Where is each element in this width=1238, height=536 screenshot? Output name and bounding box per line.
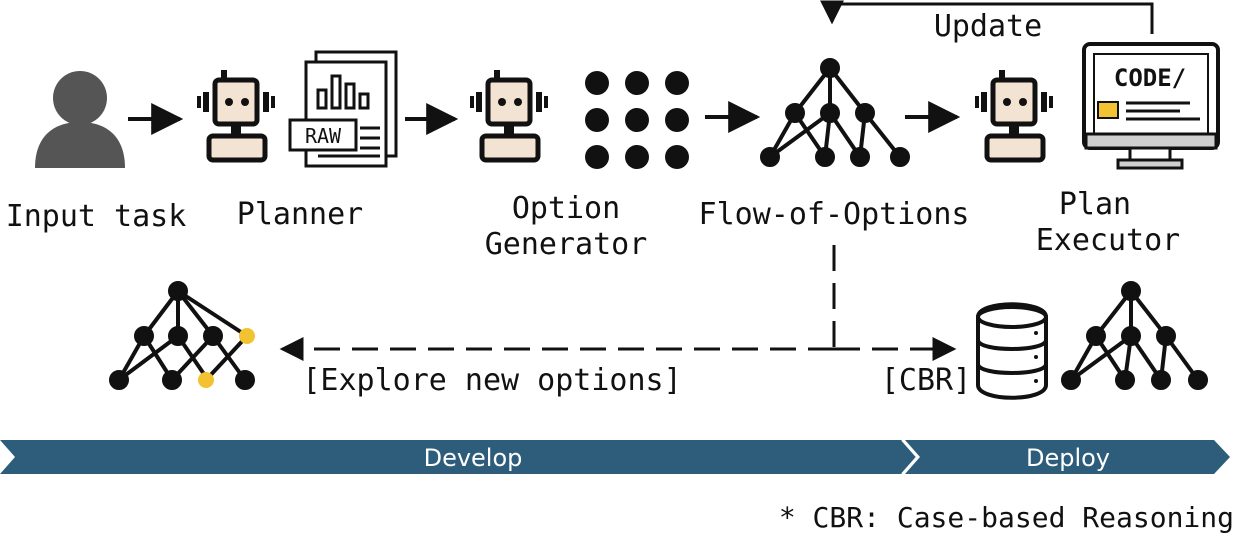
dashed-branch [279,245,957,361]
develop-label: Develop [424,444,523,472]
new-option-node [239,328,255,344]
planner-label: Planner [237,197,363,232]
code-text: CODE/ [1114,64,1186,92]
phase-band [0,439,1230,475]
planner-robot-icon [197,70,275,163]
deploy-graph-icon [1061,281,1208,390]
plan-executor-label-line2: Executor [1036,223,1181,258]
update-feedback-arrow [820,0,1154,34]
deploy-label: Deploy [1026,444,1110,472]
database-icon [976,302,1048,400]
explore-label: [Explore new options] [302,363,681,398]
cbr-label: [CBR] [881,363,971,398]
flow-graph-icon [760,58,910,167]
plan-executor-robot-icon [975,70,1053,163]
update-label: Update [934,9,1042,44]
new-option-node [198,372,214,388]
explore-graph-icon [109,281,255,390]
code-monitor-icon: CODE/ [1082,42,1220,170]
raw-text: RAW [305,124,342,148]
raw-document-icon: RAW [288,50,398,168]
deploy-phase-arrow [905,440,1230,474]
footnote: * CBR: Case-based Reasoning [779,501,1234,534]
user-icon [35,71,125,168]
option-generator-label-line1: Option [512,191,620,226]
develop-phase-arrow [0,440,917,474]
option-generator-robot-icon [470,70,548,163]
robot-icon [197,70,275,163]
input-task-label: Input task [6,199,187,234]
option-dots-icon [585,71,689,169]
plan-executor-label-line1: Plan [1059,187,1131,222]
flow-of-options-label: Flow-of-Options [699,197,970,232]
option-generator-label-line2: Generator [485,227,648,262]
